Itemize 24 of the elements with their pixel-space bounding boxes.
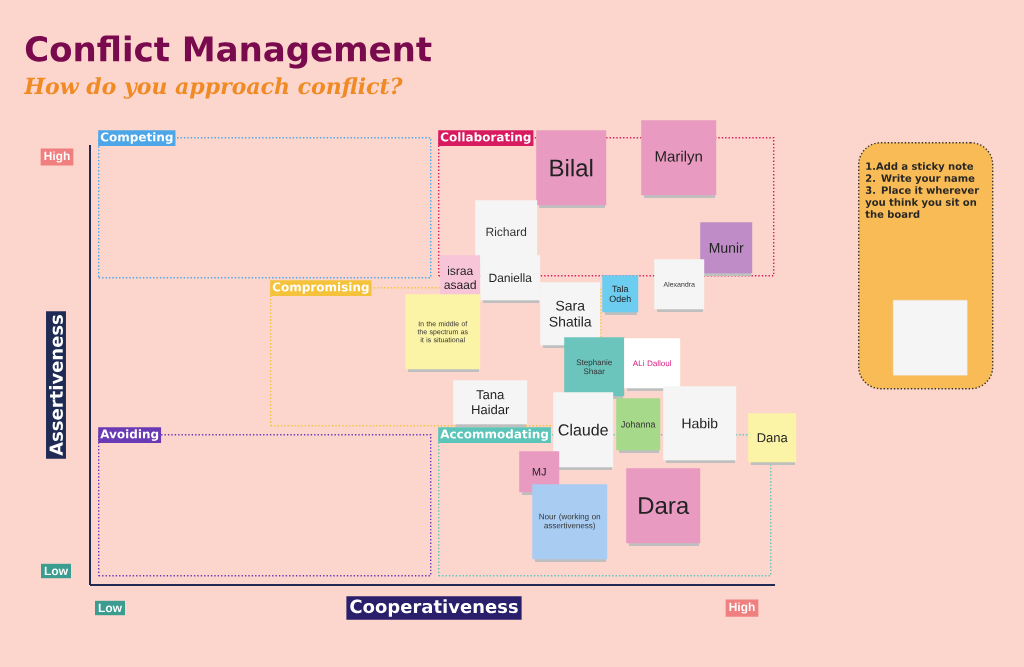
sticky-note: Stephanie Shaar: [564, 337, 625, 399]
sticky-note: Marilyn: [641, 120, 717, 198]
sticky-note: Dara: [626, 468, 701, 546]
sticky-note: Tana Haidar: [453, 380, 528, 427]
sticky-note: Bilal: [536, 130, 607, 208]
axis-title: Assertiveness: [46, 311, 66, 459]
sticky-note: Munir: [700, 222, 753, 276]
sticky-note: ALi Dalloul: [624, 338, 681, 391]
sticky-note: Claude: [553, 392, 614, 470]
sticky-note: Daniella: [480, 255, 541, 303]
sticky-note: Habib: [663, 386, 737, 463]
subtitle: How do you approach conflict?: [23, 77, 403, 99]
quadrant-box: Competing: [98, 130, 432, 279]
sticky-note: Tala Odeh: [602, 275, 639, 315]
axis-tag: High: [40, 148, 74, 166]
sticky-note: Nour (working on assertiveness): [532, 484, 608, 562]
title: Conflict Management: [25, 35, 432, 69]
blank-sticky-note: [893, 300, 968, 376]
sticky-note: Johanna: [616, 398, 661, 453]
axis-tag: High: [725, 599, 759, 617]
quadrant-box: Avoiding: [98, 427, 432, 577]
sticky-note: Sara Shatila: [540, 282, 601, 348]
sticky-note: Dana: [748, 413, 797, 465]
axis-title: Cooperativeness: [346, 596, 522, 620]
